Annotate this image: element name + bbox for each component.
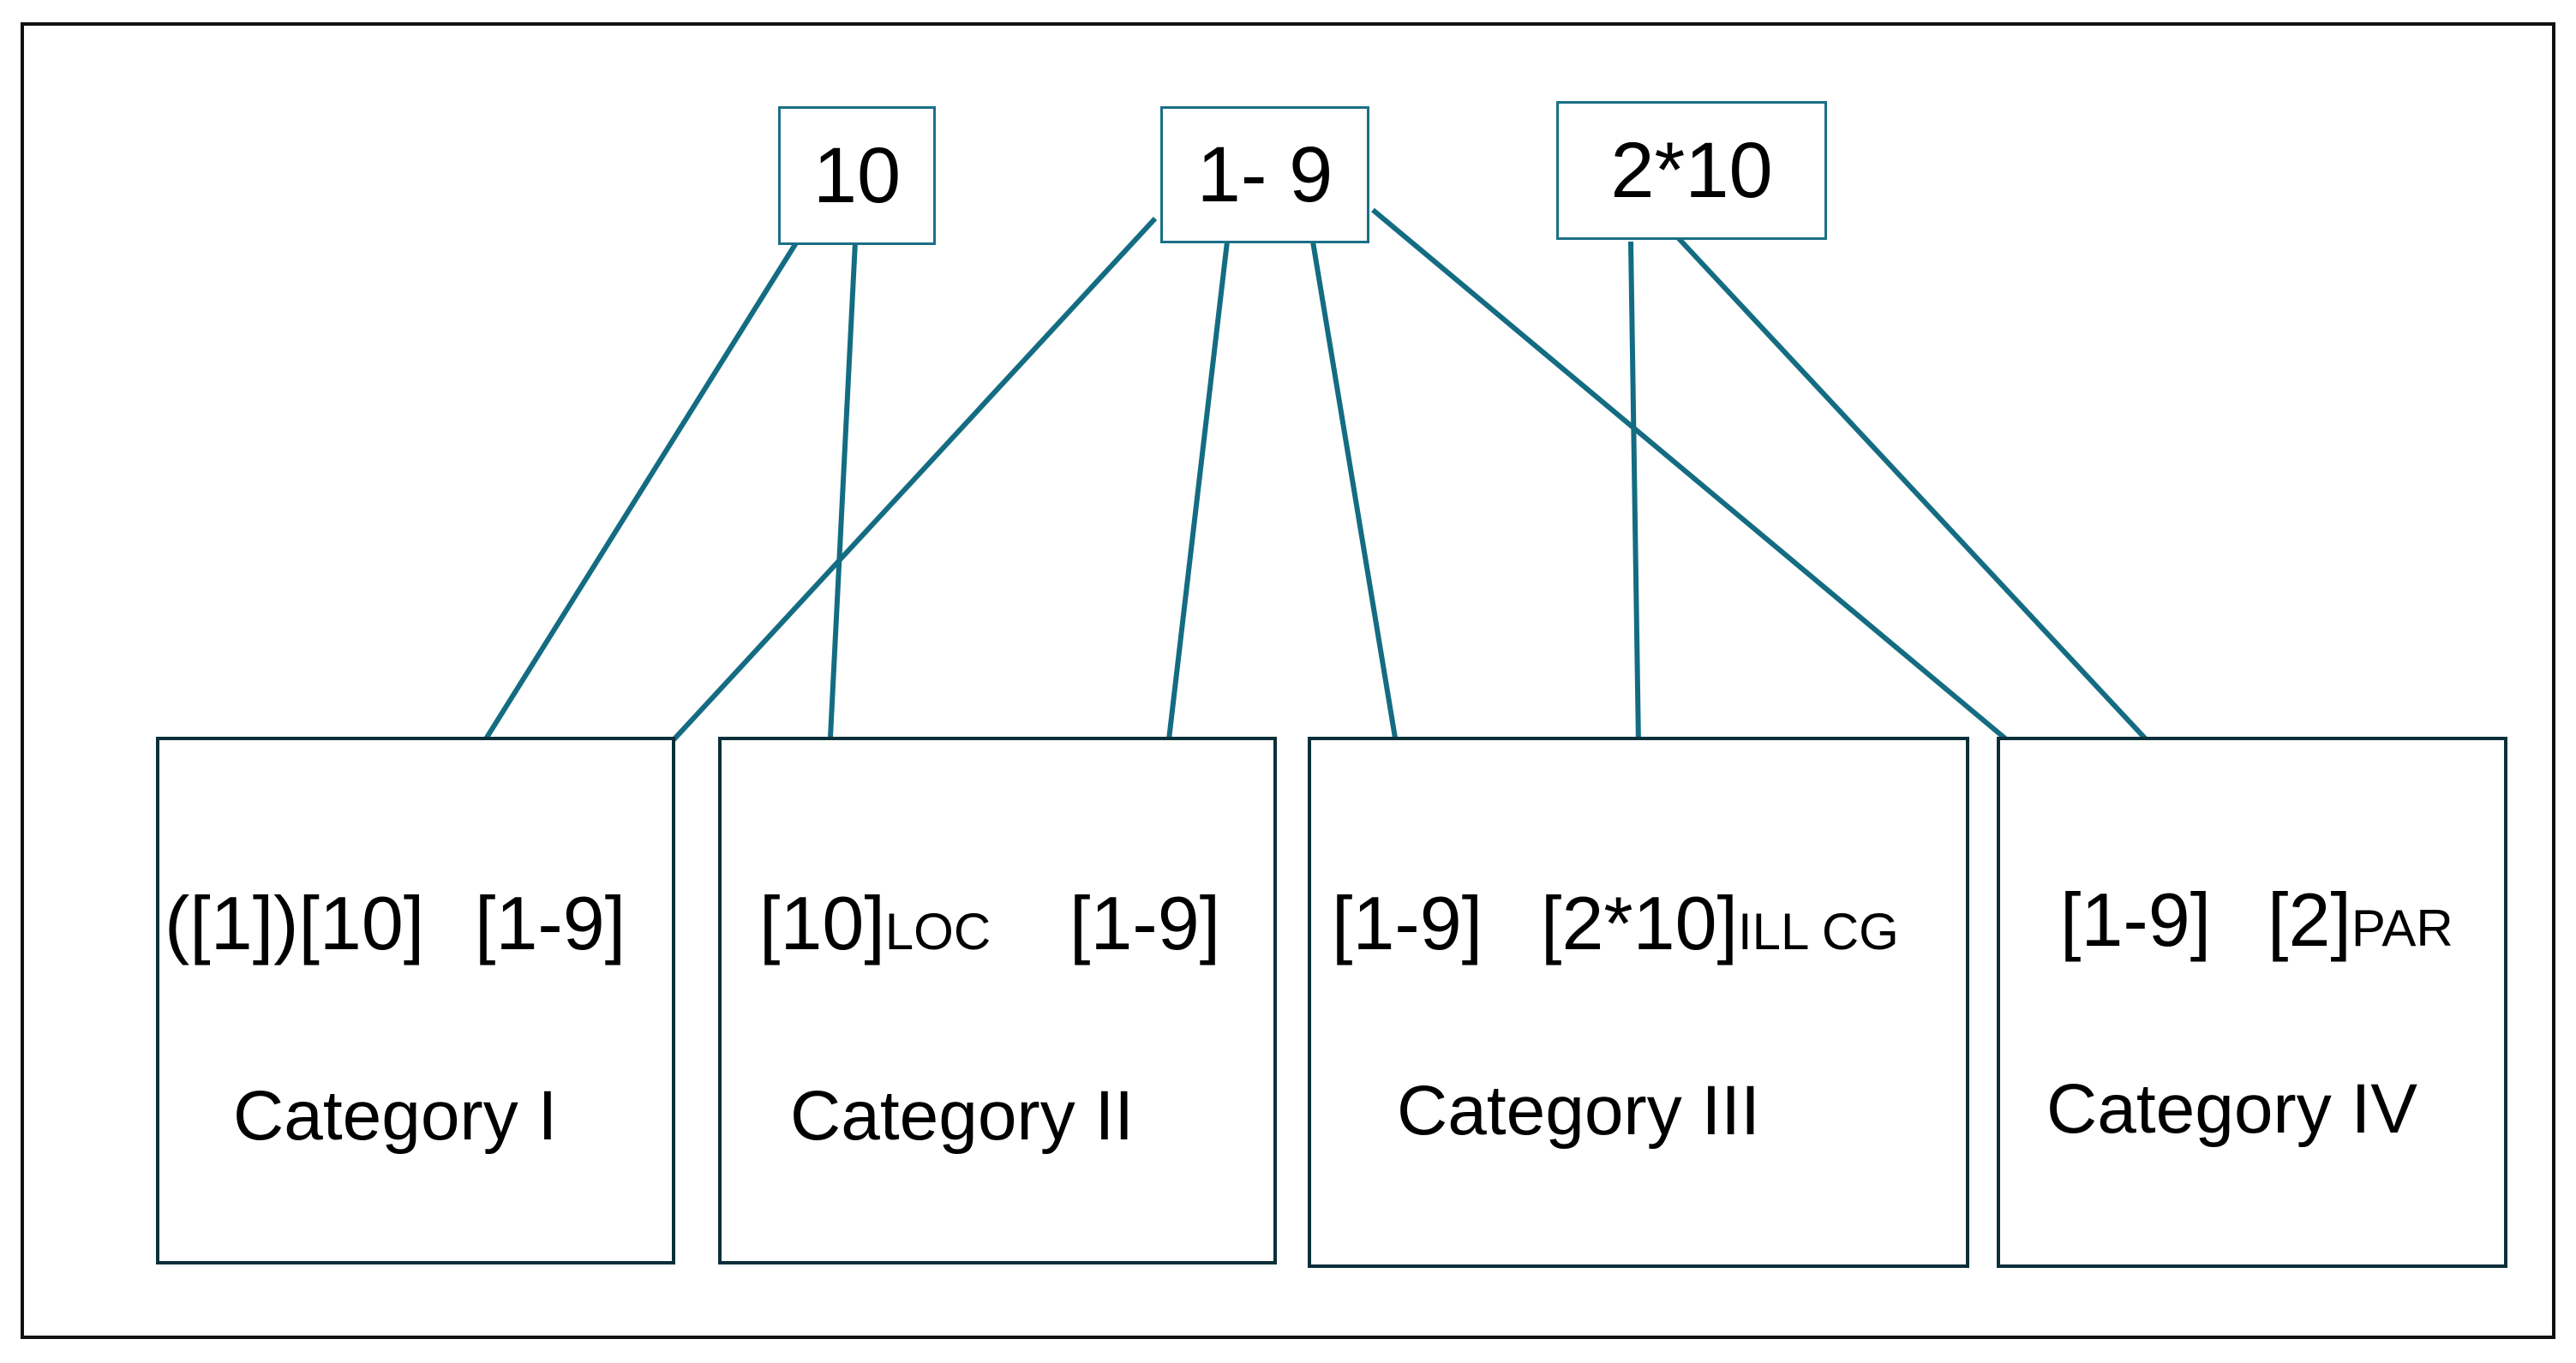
code-entry: [1-9] xyxy=(1069,886,1220,961)
source-label: 10 xyxy=(812,132,902,219)
category-box-ii xyxy=(718,737,1277,1264)
code-subscript: ILL CG xyxy=(1737,903,1899,960)
category-label-iv: Category IV xyxy=(2046,1070,2417,1148)
source-box-1-9: 1- 9 xyxy=(1160,106,1369,243)
category-label-i: Category I xyxy=(233,1077,558,1155)
code-main: [1-9] xyxy=(1069,881,1221,965)
category-box-i xyxy=(156,737,675,1264)
code-entry: [2]PAR xyxy=(2267,882,2453,958)
code-entry: [2*10]ILL CG xyxy=(1541,886,1899,961)
diagram-frame xyxy=(21,22,2555,1339)
category-box-iii xyxy=(1308,737,1969,1268)
code-main: [1-9] xyxy=(475,881,626,965)
code-main: [1-9] xyxy=(1332,881,1483,965)
code-main: ([1])[10] xyxy=(165,881,425,965)
code-subscript: LOC xyxy=(884,903,991,960)
category-label-ii: Category II xyxy=(790,1077,1135,1155)
code-main: [2] xyxy=(2267,877,2351,962)
code-entry: [10]LOC xyxy=(759,886,991,961)
source-box-10: 10 xyxy=(778,106,936,245)
source-box-2x10: 2*10 xyxy=(1556,101,1827,240)
category-box-iv xyxy=(1997,737,2507,1268)
code-entry: ([1])[10] xyxy=(165,886,424,961)
code-entry: [1-9] xyxy=(1332,886,1483,961)
code-main: [2*10] xyxy=(1541,881,1738,965)
code-main: [10] xyxy=(759,881,885,965)
code-subscript: PAR xyxy=(2351,900,2453,957)
code-entry: [1-9] xyxy=(475,886,626,961)
code-main: [1-9] xyxy=(2060,877,2212,962)
code-entry: [1-9] xyxy=(2060,882,2211,958)
source-label: 1- 9 xyxy=(1196,131,1333,218)
category-label-iii: Category III xyxy=(1397,1072,1760,1150)
source-label: 2*10 xyxy=(1610,127,1773,214)
